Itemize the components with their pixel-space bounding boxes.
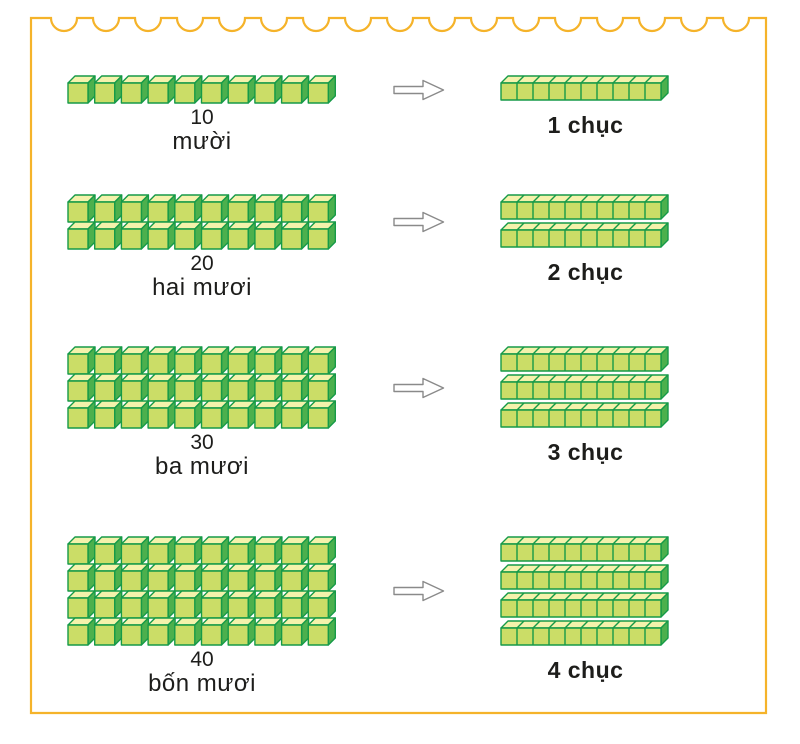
unit-cubes — [67, 75, 336, 104]
loose-cubes-block: 10 mười — [66, 75, 338, 155]
tens-rods-block: 3 chục — [500, 346, 671, 466]
ten-rod — [500, 402, 669, 428]
number-word-label: bốn mươi — [148, 670, 256, 698]
right-arrow-icon — [393, 79, 445, 100]
ten-rod — [500, 592, 669, 618]
number-label: 10 — [190, 106, 214, 129]
number-label: 20 — [190, 252, 214, 275]
tens-label: 2 chục — [547, 259, 624, 285]
section-ten-2: 20 hai mươi 2 chục — [66, 194, 671, 301]
ten-rod — [500, 374, 669, 400]
loose-cubes-block: 20 hai mươi — [66, 194, 338, 301]
unit-cubes — [67, 346, 336, 429]
tens-rods-block: 4 chục — [500, 536, 671, 684]
ten-rod — [500, 536, 669, 562]
ten-rod — [500, 564, 669, 590]
section-ten-4: 40 bốn mươi 4 chục — [66, 536, 671, 697]
arrow-cell — [338, 194, 500, 250]
number-word-label: mười — [172, 128, 232, 156]
section-ten-3: 30 ba mươi 3 chục — [66, 346, 671, 480]
section-ten-1: 10 mười 1 chục — [66, 75, 671, 155]
right-arrow-icon — [393, 211, 445, 233]
number-word-label: hai mươi — [152, 274, 252, 302]
number-word-label: ba mươi — [155, 453, 249, 481]
rod-stack — [500, 346, 671, 430]
arrow-cell — [338, 75, 500, 104]
tens-rods-block: 2 chục — [500, 194, 671, 286]
rod-stack — [500, 75, 671, 103]
right-arrow-icon — [393, 580, 445, 602]
tens-label: 4 chục — [547, 657, 624, 683]
unit-cubes — [67, 194, 336, 250]
ten-rod — [500, 194, 669, 220]
rod-stack — [500, 194, 671, 250]
ten-rod — [500, 620, 669, 646]
loose-cubes-block: 30 ba mươi — [66, 346, 338, 480]
loose-cubes-block: 40 bốn mươi — [66, 536, 338, 697]
arrow-cell — [338, 346, 500, 429]
tens-label: 1 chục — [547, 112, 624, 138]
tens-label: 3 chục — [547, 439, 624, 465]
unit-cubes — [67, 536, 336, 646]
number-label: 40 — [190, 648, 214, 671]
rod-stack — [500, 536, 671, 648]
ten-rod — [500, 222, 669, 248]
arrow-cell — [338, 536, 500, 646]
ten-rod — [500, 346, 669, 372]
tens-rods-block: 1 chục — [500, 75, 671, 139]
number-label: 30 — [190, 431, 214, 454]
ten-rod — [500, 75, 669, 101]
right-arrow-icon — [393, 377, 445, 398]
